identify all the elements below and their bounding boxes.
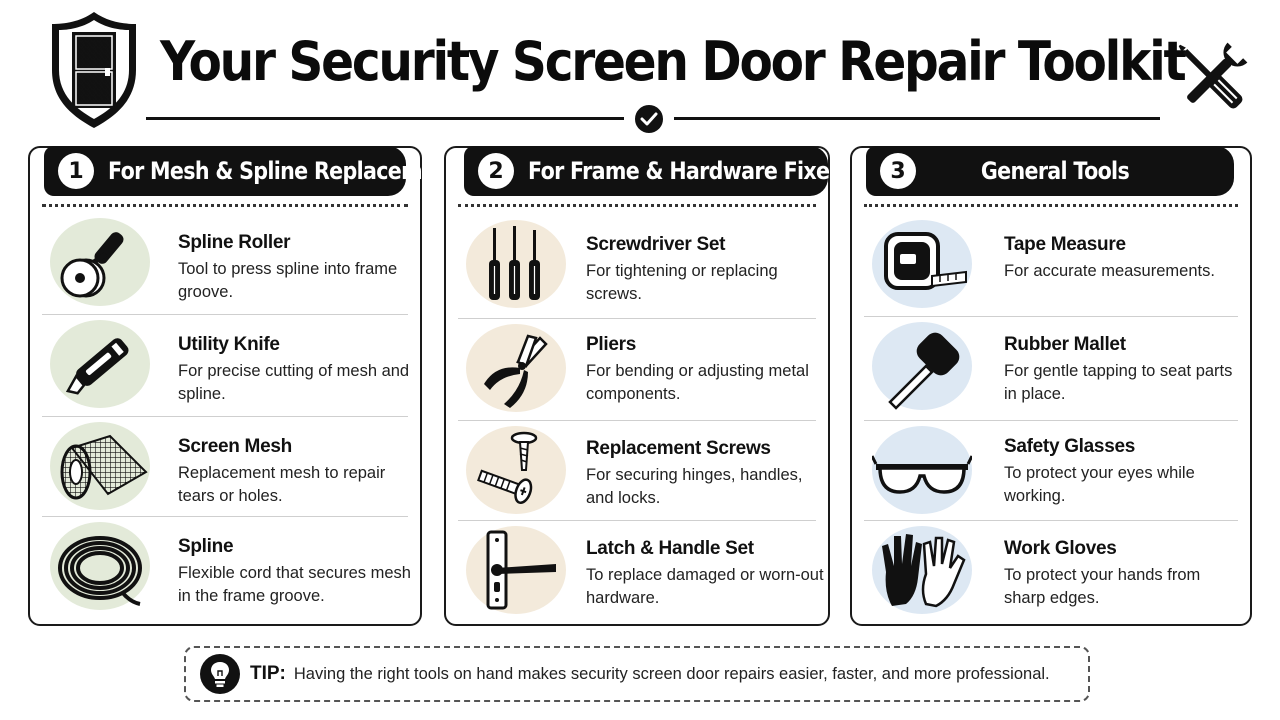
rubber-mallet-icon xyxy=(872,322,972,410)
item-name: Utility Knife xyxy=(178,334,280,355)
panel-general-tools: 3 General Tools Tape Measure For accurat… xyxy=(850,146,1252,626)
latch-handle-icon xyxy=(466,526,566,614)
wrench-screwdriver-icon xyxy=(1178,42,1248,109)
safety-glasses-icon xyxy=(872,426,972,514)
step-number-badge: 3 xyxy=(880,153,916,189)
dotted-divider xyxy=(864,204,1238,207)
item-description: Tool to press spline into frame groove. xyxy=(178,260,398,301)
item-description: To protect your hands from sharp edges. xyxy=(1004,566,1201,607)
lightbulb-icon xyxy=(200,654,240,694)
row-separator xyxy=(458,520,816,521)
item-description: Replacement mesh to repair tears or hole… xyxy=(178,464,386,505)
row-separator xyxy=(864,316,1238,317)
list-item: Rubber Mallet For gentle tapping to seat… xyxy=(864,316,1238,416)
utility-knife-icon xyxy=(50,320,150,408)
item-description: For gentle tapping to seat parts in plac… xyxy=(1004,362,1233,403)
title-underline-left xyxy=(146,117,624,120)
page-title: Your Security Screen Door Repair Toolkit xyxy=(160,30,1187,93)
item-description: For securing hinges, handles, and locks. xyxy=(586,466,803,507)
item-name: Screen Mesh xyxy=(178,436,292,457)
row-separator xyxy=(864,420,1238,421)
row-separator xyxy=(42,314,408,315)
screwdriver-set-icon xyxy=(466,220,566,308)
panel-header: 3 General Tools xyxy=(866,146,1234,196)
list-item: Screen Mesh Replacement mesh to repair t… xyxy=(42,416,408,516)
dotted-divider xyxy=(458,204,816,207)
list-item: Spline Flexible cord that secures mesh i… xyxy=(42,516,411,616)
panel-frame-hardware: 2 For Frame & Hardware Fixes Screwdriver… xyxy=(444,146,842,626)
shield-door-icon xyxy=(52,12,136,128)
list-item: Work Gloves To protect your hands from s… xyxy=(864,520,1238,620)
checkmark-icon xyxy=(632,102,666,136)
row-separator xyxy=(42,416,408,417)
dotted-divider xyxy=(42,204,408,207)
step-number-badge: 1 xyxy=(58,153,94,189)
list-item: Latch & Handle Set To replace damaged or… xyxy=(458,520,824,620)
item-description: For precise cutting of mesh and spline. xyxy=(178,362,410,403)
panel-header: 1 For Mesh & Spline Replacement xyxy=(44,146,459,196)
row-separator xyxy=(458,318,816,319)
panel-mesh-spline: 1 For Mesh & Spline Replacement Spline R… xyxy=(28,146,459,626)
item-name: Spline xyxy=(178,536,234,557)
item-description: For accurate measurements. xyxy=(1004,262,1215,280)
spline-roller-icon xyxy=(50,218,150,306)
list-item: Safety Glasses To protect your eyes whil… xyxy=(864,420,1238,520)
pliers-icon xyxy=(466,324,566,412)
spline-coil-icon xyxy=(50,522,150,610)
item-description: For bending or adjusting metal component… xyxy=(586,362,809,403)
step-number-badge: 2 xyxy=(478,153,514,189)
list-item: Spline Roller Tool to press spline into … xyxy=(42,212,408,312)
list-item: Utility Knife For precise cutting of mes… xyxy=(42,314,409,414)
tip-label: TIP: xyxy=(250,663,286,684)
item-description: Flexible cord that secures mesh in the f… xyxy=(178,564,411,605)
list-item: Tape Measure For accurate measurements. xyxy=(864,214,1238,314)
screen-mesh-icon xyxy=(50,422,150,510)
tip-box: TIP: Having the right tools on hand make… xyxy=(184,646,1090,702)
panel-title: For Frame & Hardware Fixes xyxy=(528,157,842,185)
panel-title: For Mesh & Spline Replacement xyxy=(108,157,459,185)
row-separator xyxy=(458,420,816,421)
item-name: Safety Glasses xyxy=(1004,436,1135,457)
item-name: Replacement Screws xyxy=(586,438,771,459)
item-description: To replace damaged or worn-out hardware. xyxy=(586,566,824,607)
tip-text: Having the right tools on hand makes sec… xyxy=(293,664,1050,683)
item-name: Tape Measure xyxy=(1004,234,1126,255)
item-description: For tightening or replacing screws. xyxy=(586,262,778,303)
item-name: Latch & Handle Set xyxy=(586,538,754,559)
work-gloves-icon xyxy=(872,526,972,614)
item-description: To protect your eyes while working. xyxy=(1004,464,1195,505)
list-item: Screwdriver Set For tightening or replac… xyxy=(458,214,816,314)
item-name: Spline Roller xyxy=(178,232,291,253)
title-underline-right xyxy=(674,117,1160,120)
list-item: Pliers For bending or adjusting metal co… xyxy=(458,318,816,418)
item-name: Pliers xyxy=(586,334,636,355)
panel-header: 2 For Frame & Hardware Fixes xyxy=(464,146,842,196)
row-separator xyxy=(864,520,1238,521)
screws-icon xyxy=(466,426,566,514)
panel-title: General Tools xyxy=(980,157,1130,185)
item-name: Screwdriver Set xyxy=(586,234,726,255)
row-separator xyxy=(42,516,408,517)
list-item: Replacement Screws For securing hinges, … xyxy=(458,420,816,520)
item-name: Rubber Mallet xyxy=(1004,334,1126,355)
tape-measure-icon xyxy=(872,220,972,308)
item-name: Work Gloves xyxy=(1004,538,1117,559)
